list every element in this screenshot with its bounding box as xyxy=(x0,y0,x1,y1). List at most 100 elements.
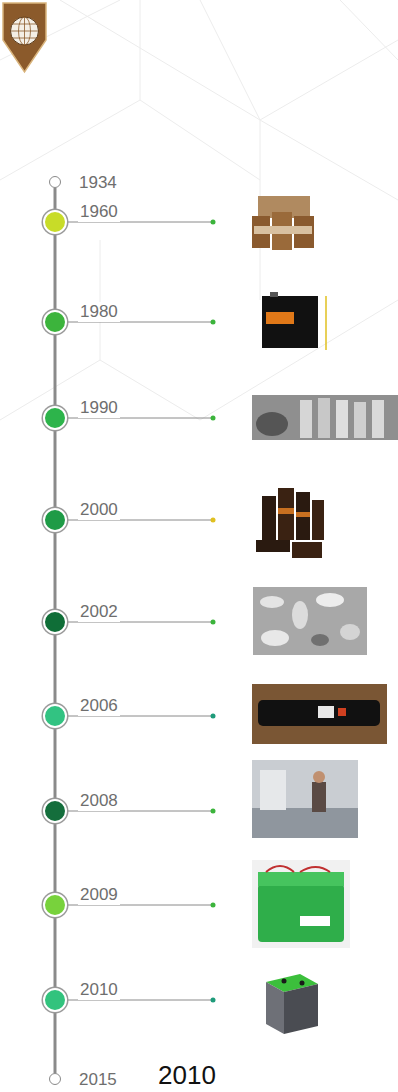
particle xyxy=(311,634,329,646)
particle xyxy=(260,596,284,608)
year-label: 2002 xyxy=(78,602,120,622)
photo-ground xyxy=(252,684,387,744)
leader-dot xyxy=(211,714,216,719)
photo-ground xyxy=(252,395,398,440)
battery-case xyxy=(262,296,318,348)
battery-band xyxy=(278,508,294,514)
lab-person-head xyxy=(313,771,325,783)
lab-photo-2008 xyxy=(252,760,358,838)
cylinder xyxy=(372,400,384,438)
leader-dot xyxy=(211,903,216,908)
year-label: 2000 xyxy=(78,500,120,520)
timeline-circle: 2002 xyxy=(43,610,67,634)
hex-grid xyxy=(0,0,398,420)
cylinder xyxy=(336,400,348,438)
battery-pack-2009 xyxy=(252,860,350,948)
leader-dot xyxy=(211,220,216,225)
year-caption: 2010 xyxy=(158,1061,216,1089)
micrograph-2002 xyxy=(253,587,367,655)
timeline-circle: 2010 xyxy=(43,988,67,1012)
battery-cell xyxy=(278,488,294,540)
photo-ground xyxy=(252,760,358,838)
lab-person xyxy=(312,782,326,812)
leader-dot xyxy=(211,320,216,325)
leader-dots xyxy=(211,220,216,1003)
timeline-segment xyxy=(54,234,57,310)
timeline-end-circle: 1934 xyxy=(49,176,61,188)
timeline-circle: 2000 xyxy=(43,508,67,532)
pack-sticker xyxy=(300,916,330,926)
particle xyxy=(316,593,344,607)
battery-cell xyxy=(312,500,324,540)
battery-module-2006 xyxy=(252,684,387,744)
year-label: 1934 xyxy=(77,173,119,193)
timeline-segment xyxy=(54,1012,57,1073)
battery-band xyxy=(296,512,310,517)
cylinder xyxy=(300,400,312,438)
company-logo xyxy=(3,3,46,72)
year-label: 1980 xyxy=(78,302,120,322)
product-cans-1960 xyxy=(252,196,314,250)
leader-dot xyxy=(211,416,216,421)
year-label: 2009 xyxy=(78,885,120,905)
timeline-segment xyxy=(54,430,57,508)
leader-dot xyxy=(211,998,216,1003)
timeline-circle: 1980 xyxy=(43,310,67,334)
pack-lid xyxy=(258,872,344,886)
batteries-2000 xyxy=(256,488,324,558)
lab-cabinet xyxy=(260,770,286,810)
micrograph-ground xyxy=(253,587,367,655)
leader-lines xyxy=(68,222,212,1000)
timeline-segment xyxy=(54,917,57,988)
timeline-circle: 2006 xyxy=(43,704,67,728)
logo-meridians xyxy=(11,17,39,45)
battery-terminal xyxy=(282,979,287,984)
leader-dot xyxy=(211,620,216,625)
battery-terminal xyxy=(270,292,278,297)
module-screen xyxy=(318,706,334,718)
timeline-segment xyxy=(54,728,57,799)
particle xyxy=(292,601,308,629)
grid-line xyxy=(0,0,398,420)
photo-ground xyxy=(252,860,350,948)
cylinder xyxy=(354,402,366,438)
cylinder xyxy=(318,398,330,438)
battery-terminal xyxy=(300,981,305,986)
timeline-circle: 1960 xyxy=(43,210,67,234)
logo-globe xyxy=(11,17,39,45)
timeline-circle: 2009 xyxy=(43,893,67,917)
timeline-circle: 2008 xyxy=(43,799,67,823)
timeline-end-circle: 2015 xyxy=(49,1073,61,1085)
marker-line xyxy=(325,296,327,350)
timeline-segment xyxy=(54,334,57,406)
logo-meridian xyxy=(19,17,31,45)
battery-front xyxy=(266,982,284,1034)
timeline-segment xyxy=(54,823,57,893)
module-badge xyxy=(338,708,346,716)
timeline-circle: 1990 xyxy=(43,406,67,430)
battery-band xyxy=(266,312,294,324)
leader-dot xyxy=(211,809,216,814)
particle xyxy=(261,630,289,646)
lab-bench xyxy=(252,808,358,838)
battery-side xyxy=(284,984,318,1034)
cells-photo-1990 xyxy=(252,395,398,440)
battery-cell xyxy=(256,540,290,552)
year-label: 1960 xyxy=(78,202,120,222)
timeline-segment xyxy=(54,532,57,610)
battery-cell xyxy=(262,496,276,540)
module-body xyxy=(258,700,380,726)
year-label: 2015 xyxy=(77,1070,119,1090)
battery-box-1980 xyxy=(262,292,326,350)
battery-cell xyxy=(292,542,322,558)
logo-shield xyxy=(3,3,46,72)
disc xyxy=(256,412,288,436)
particle xyxy=(340,624,360,640)
year-label: 1990 xyxy=(78,398,120,418)
pack-box xyxy=(258,884,344,942)
leader-dot xyxy=(211,518,216,523)
can-label xyxy=(254,226,312,234)
